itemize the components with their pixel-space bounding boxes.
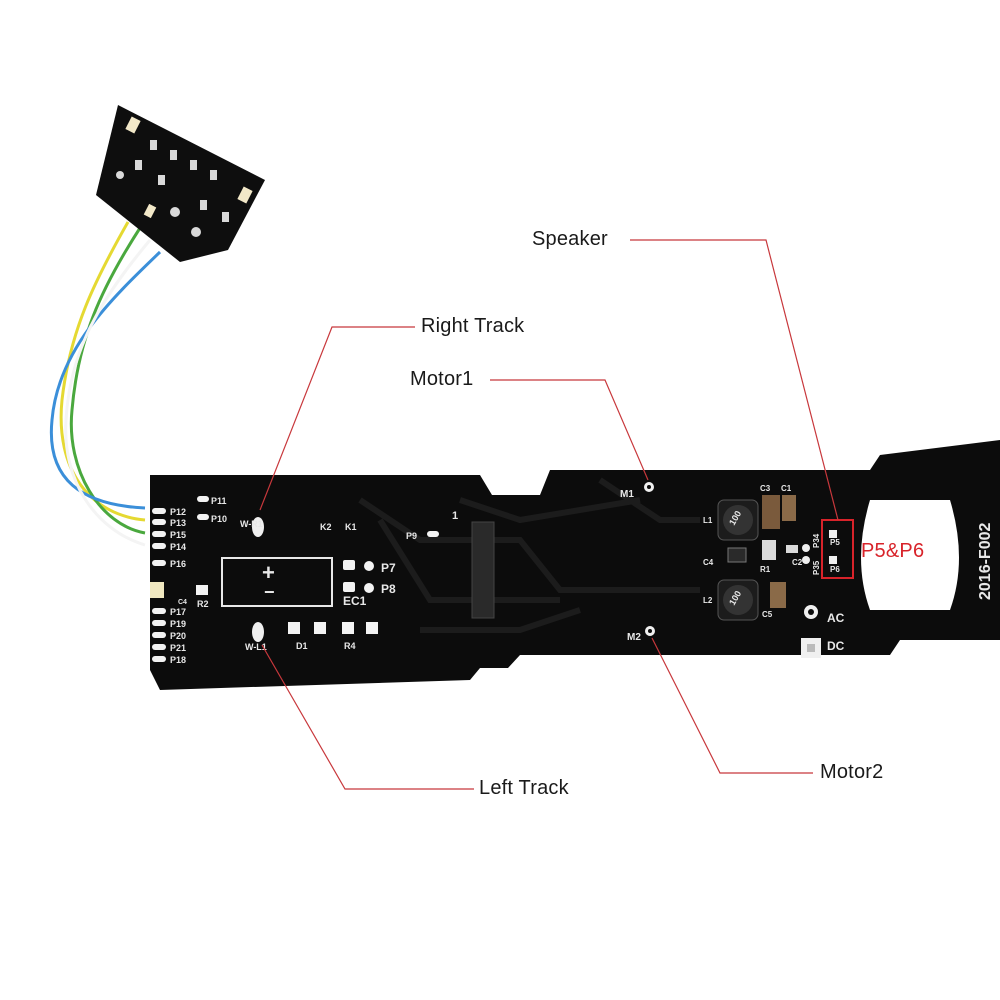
leader-right-track (259, 326, 415, 511)
silk-plus: + (262, 560, 275, 585)
silk-c1: C1 (781, 484, 792, 493)
leader-speaker (630, 239, 839, 521)
silk-r4: R4 (344, 641, 356, 651)
silk-ac: AC (827, 611, 845, 625)
silk-p19: P19 (170, 619, 186, 629)
inductor-l2 (717, 579, 759, 621)
leader-motor1 (490, 379, 649, 481)
silk-ec1: EC1 (343, 594, 367, 608)
callout-leader-lines (259, 239, 839, 790)
silk-w-l1: W-L1 (245, 642, 267, 652)
silk-p12: P12 (170, 507, 186, 517)
silk-p15: P15 (170, 530, 186, 540)
silk-p20: P20 (170, 631, 186, 641)
silk-l2: L2 (703, 596, 713, 605)
silk-p6: P6 (830, 565, 840, 574)
callout-left-track: Left Track (479, 777, 569, 799)
silk-p35: P35 (812, 560, 821, 575)
silk-m2: M2 (627, 632, 641, 643)
silkscreen: P11 P10 P12 P13 P15 P14 P16 P17 P19 P20 … (170, 484, 994, 665)
silk-p10: P10 (211, 514, 227, 524)
led-board (96, 105, 265, 262)
silk-p7: P7 (381, 561, 396, 575)
silk-p9: P9 (406, 531, 417, 541)
silk-k2: K2 (320, 522, 332, 532)
silk-p17: P17 (170, 607, 186, 617)
leader-motor2 (651, 637, 813, 774)
silk-dc: DC (827, 639, 845, 653)
silk-w-r1: W-R1 (240, 519, 263, 529)
silk-c5: C5 (762, 610, 773, 619)
callout-motor1: Motor1 (410, 368, 474, 390)
silk-m1: M1 (620, 489, 634, 500)
silk-r1: R1 (760, 565, 771, 574)
silk-p34: P34 (812, 533, 821, 548)
silk-c4-left: C4 (178, 599, 187, 606)
silk-c4: C4 (703, 558, 714, 567)
silk-r2: R2 (197, 599, 209, 609)
callout-speaker: Speaker (532, 228, 608, 250)
silk-c3: C3 (760, 484, 771, 493)
silk-p11: P11 (211, 496, 227, 506)
silk-k1: K1 (345, 522, 357, 532)
callout-p5-p6: P5&P6 (861, 540, 925, 562)
callout-motor2: Motor2 (820, 761, 884, 783)
silk-board-code: 2016-F002 (977, 523, 994, 600)
silk-minus: − (264, 582, 275, 602)
wire-bundle (49, 221, 162, 547)
inductor-l1 (717, 499, 759, 541)
silk-p16: P16 (170, 559, 186, 569)
silk-d1: D1 (296, 641, 308, 651)
silk-p21: P21 (170, 643, 186, 653)
callout-right-track: Right Track (421, 315, 525, 337)
leader-left-track (261, 644, 474, 790)
silk-l1: L1 (703, 516, 713, 525)
silk-p5: P5 (830, 538, 840, 547)
silk-p8: P8 (381, 582, 396, 596)
main-board (150, 440, 1000, 690)
silk-p13: P13 (170, 518, 186, 528)
silk-c2: C2 (792, 558, 803, 567)
silk-pin1: 1 (452, 510, 458, 522)
silk-p18: P18 (170, 655, 186, 665)
silk-p14: P14 (170, 542, 186, 552)
